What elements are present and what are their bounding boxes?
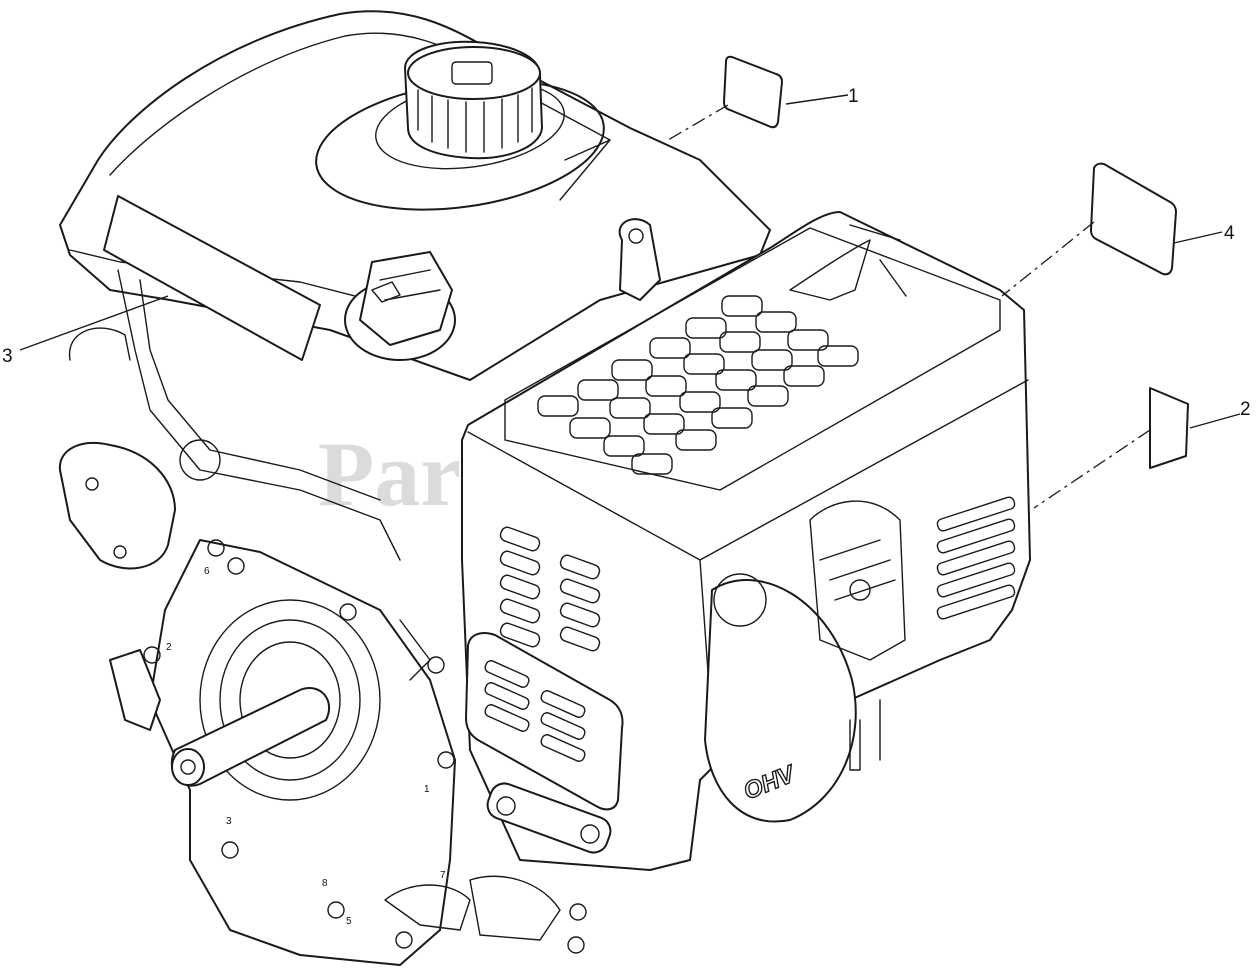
fuel-cap <box>315 40 611 211</box>
crankcase: 6 2 1 3 8 5 7 <box>109 539 587 966</box>
lift-bracket <box>618 218 661 301</box>
crankcase-mark: 5 <box>346 916 352 927</box>
crankcase-mark: 8 <box>322 878 328 889</box>
decal-part-4 <box>1090 162 1177 276</box>
tank-label-area <box>103 195 321 361</box>
leader-line-4 <box>1173 231 1223 244</box>
alignment-line-1 <box>667 104 729 141</box>
crankcase-mark: 6 <box>204 566 210 577</box>
recoil-starter <box>58 327 221 570</box>
muffler-guard <box>465 632 624 854</box>
leader-line-1 <box>785 94 849 105</box>
alignment-line-2 <box>1033 429 1151 509</box>
ohv-cover: OHV <box>704 573 857 823</box>
decal-part-2 <box>1149 387 1189 469</box>
leader-line-2 <box>1189 413 1241 429</box>
leader-line-3 <box>19 295 169 351</box>
carburetor <box>809 500 906 771</box>
oil-fill-cap <box>344 251 456 361</box>
callout-2[interactable]: 2 <box>1240 399 1251 420</box>
callout-3[interactable]: 3 <box>2 346 13 367</box>
crankcase-mark: 2 <box>166 642 172 653</box>
side-louvres-right <box>936 496 1016 620</box>
side-louvres-left <box>499 526 601 652</box>
callout-4[interactable]: 4 <box>1224 223 1235 244</box>
air-cleaner-louvres <box>537 295 859 475</box>
crankcase-mark: 1 <box>424 784 430 795</box>
crankcase-mark: 3 <box>226 816 232 827</box>
callout-1[interactable]: 1 <box>848 86 859 107</box>
alignment-line-4 <box>1001 221 1095 297</box>
decal-part-1 <box>723 55 783 129</box>
crankcase-mark: 7 <box>440 870 446 881</box>
